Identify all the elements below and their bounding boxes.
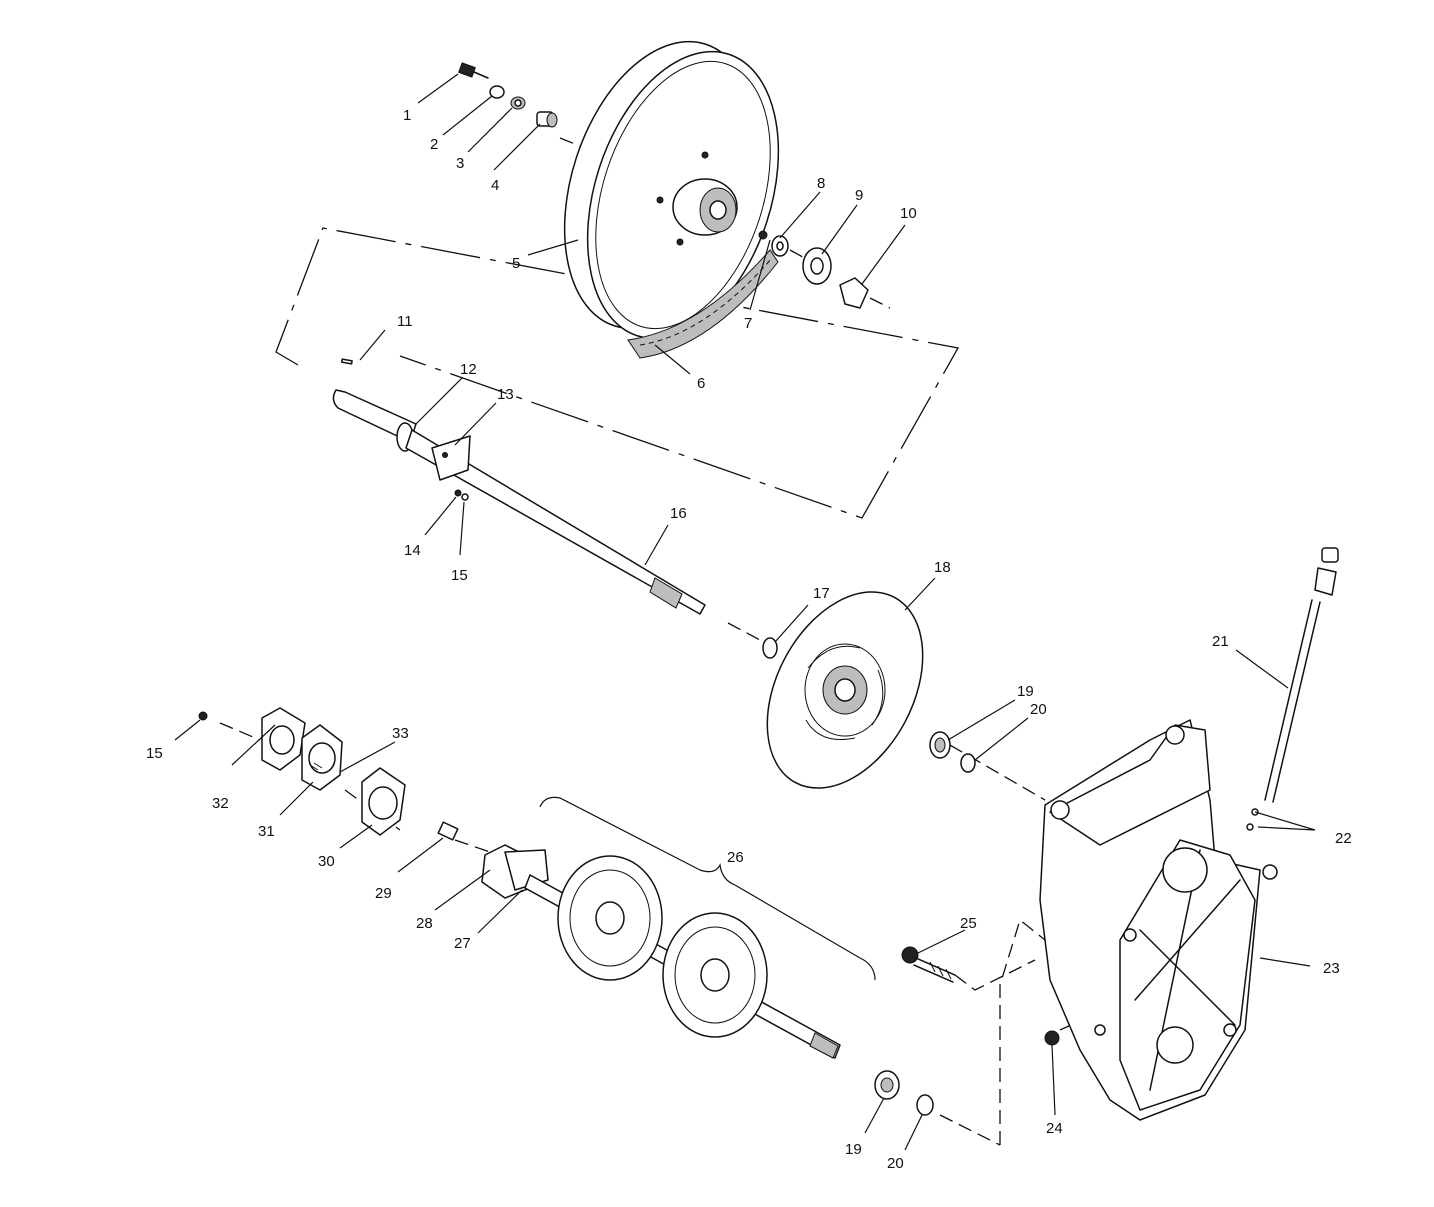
leader-lines [174,73,1316,1151]
callout-17: 17 [813,585,830,602]
callout-12: 12 [460,361,477,378]
callout-1: 1 [403,107,411,124]
callout-9: 9 [855,187,863,204]
shaft-end-hardware-group [758,230,869,309]
bolt-and-nut [901,946,1060,1046]
callout-15-upper: 15 [451,567,468,584]
callout-32: 32 [212,795,229,812]
callout-19-upper: 19 [1017,683,1034,700]
callout-11: 11 [397,313,413,330]
drive-axle-assembly [481,844,841,1059]
callout-26: 26 [727,849,744,866]
callout-25: 25 [960,915,977,932]
upper-bearing-seal [929,731,976,773]
callout-27: 27 [454,935,471,952]
chaincase-housing [1039,719,1278,1121]
callout-10: 10 [900,205,917,222]
brake-disc [762,591,924,789]
lower-bearing-seal [874,1070,934,1116]
callout-6: 6 [697,375,705,392]
bolt-washer-spacer-group [458,62,558,128]
callout-5: 5 [512,255,520,272]
callout-2: 2 [430,136,438,153]
callout-18: 18 [934,559,951,576]
callout-13: 13 [497,386,514,403]
callout-7: 7 [744,315,752,332]
callout-28: 28 [416,915,433,932]
callout-19-lower: 19 [845,1141,862,1158]
callout-33: 33 [392,725,409,742]
callout-16: 16 [670,505,687,522]
callout-4: 4 [491,177,499,194]
callout-8: 8 [817,175,825,192]
group-bracket-26 [539,796,876,981]
callout-22: 22 [1335,830,1352,847]
callout-3: 3 [456,155,464,172]
callout-29: 29 [375,885,392,902]
callout-23: 23 [1323,960,1340,977]
callout-20-lower: 20 [887,1155,904,1172]
drive-shaft [332,358,706,615]
callout-14: 14 [404,542,421,559]
callout-20-upper: 20 [1030,701,1047,718]
drive-sprocket-wheel [563,40,780,340]
callout-15-lower: 15 [146,745,163,762]
callout-30: 30 [318,853,335,870]
drive-chain [627,249,779,359]
speedometer-cable [1246,547,1339,831]
callout-31: 31 [258,823,275,840]
bearing-flange-stack [198,707,459,841]
callout-24: 24 [1046,1120,1063,1137]
callout-labels: 1 2 3 4 5 6 7 8 9 10 11 12 13 14 15 16 1… [146,107,1352,1172]
callout-21: 21 [1212,633,1229,650]
